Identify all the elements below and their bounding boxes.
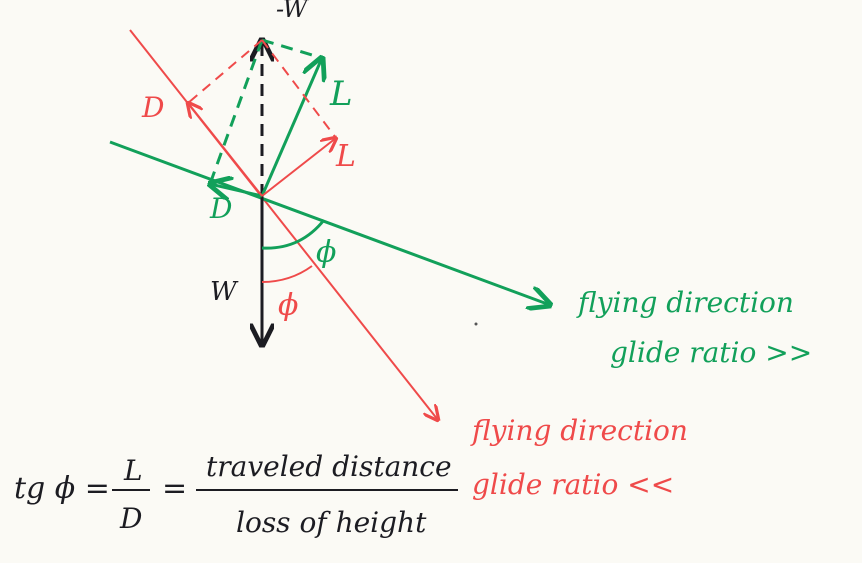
- green-drag-label: D: [209, 192, 232, 225]
- red-flying-direction-line: [129, 29, 438, 420]
- red-construction-line-b: [187, 39, 263, 104]
- minus-w-label: -W: [276, 0, 310, 23]
- formula-ratio-denominator: D: [119, 502, 142, 535]
- red-phi-label: ϕ: [278, 288, 298, 323]
- stray-dot: [474, 322, 478, 326]
- w-label: W: [210, 277, 239, 307]
- green-angle-arc: [261, 219, 326, 250]
- green-flying-direction-line: [109, 140, 550, 305]
- red-drag-label: D: [141, 91, 164, 124]
- green-construction-line-b: [208, 39, 264, 185]
- red-drag-vector: [188, 103, 263, 197]
- green-drag-vector: [210, 184, 263, 196]
- formula-lhs: tg ϕ =: [14, 471, 110, 506]
- formula-fraction-denominator: loss of height: [236, 506, 427, 539]
- formula-ratio-numerator: L: [123, 454, 143, 487]
- red-lift-label: L: [335, 139, 356, 174]
- green-lift-label: L: [329, 74, 353, 114]
- green-phi-label: ϕ: [316, 235, 336, 270]
- red-construction-line-a: [261, 39, 337, 139]
- formula-fraction-numerator: traveled distance: [206, 450, 452, 483]
- red-lift-vector: [261, 138, 336, 197]
- red-angle-arc: [261, 265, 313, 283]
- green-direction-text-2: glide ratio >>: [610, 336, 812, 369]
- green-construction-line-a: [261, 38, 323, 60]
- green-direction-text-1: flying direction: [576, 286, 794, 319]
- formula-equals: =: [162, 471, 187, 506]
- red-direction-text-1: flying direction: [470, 414, 688, 447]
- green-lift-vector: [260, 58, 322, 197]
- red-direction-text-2: glide ratio <<: [472, 468, 674, 501]
